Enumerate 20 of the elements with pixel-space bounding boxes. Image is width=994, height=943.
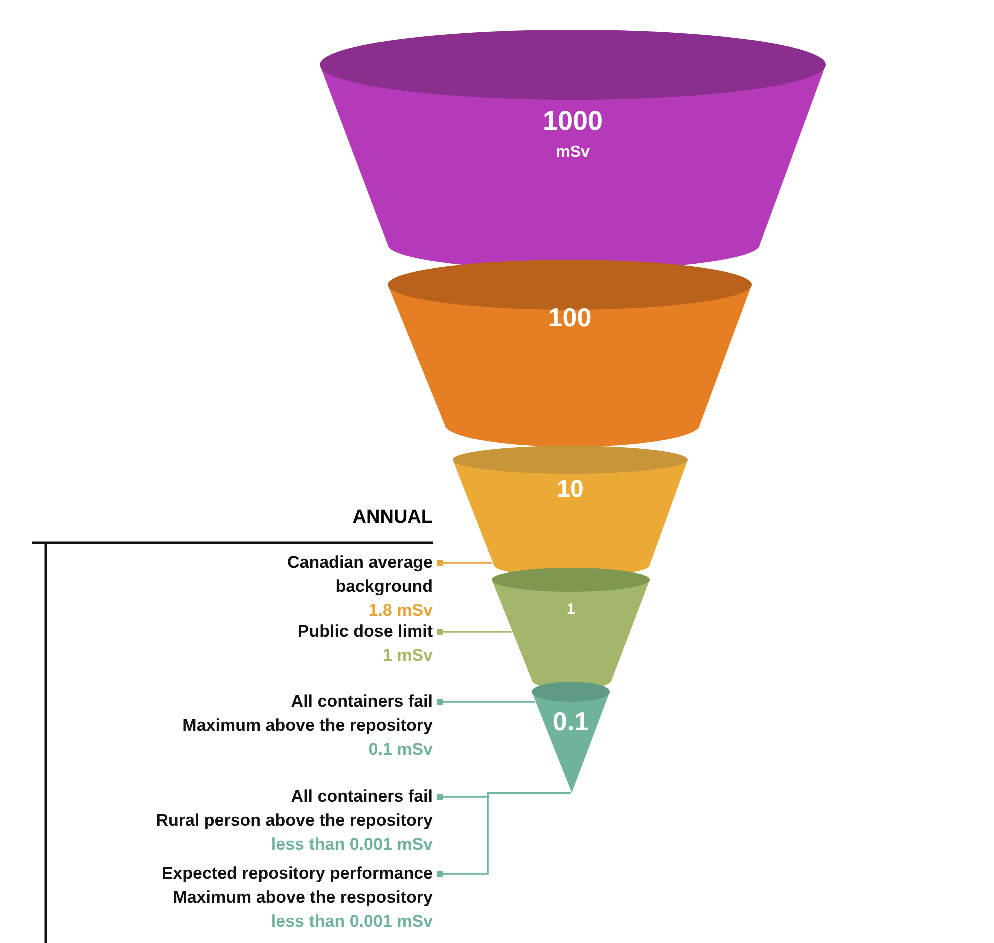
- heading-label: ANNUAL: [352, 507, 433, 529]
- dose-value: 0.1: [552, 708, 590, 736]
- annotation-text: Canadian average background: [286, 552, 433, 598]
- dose-value: 1.8 mSv: [368, 600, 433, 622]
- annotation-text: Maximum above the repository: [182, 715, 433, 737]
- dose-value: less than 0.001 mSv: [271, 834, 433, 856]
- dose-value: 100: [548, 304, 592, 332]
- dose-value: 1000: [542, 107, 604, 137]
- dose-value: 0.1 mSv: [368, 739, 433, 761]
- dose-value: less than 0.001 mSv: [271, 911, 433, 933]
- dose-value: 10: [557, 476, 584, 504]
- annotation-text: Public dose limit: [298, 621, 433, 643]
- unit-label: mSv: [556, 144, 590, 162]
- annotation-text: Expected repository performance: [162, 863, 433, 885]
- annotation-text: Rural person above the repository: [156, 810, 433, 832]
- annotation-text: All containers fail: [291, 691, 433, 713]
- annotation-text: All containers fail: [291, 786, 433, 808]
- dose-value: 1 mSv: [382, 645, 433, 667]
- annotation-text: Maximum above the respository: [173, 887, 433, 909]
- dose-value: 1: [566, 602, 576, 618]
